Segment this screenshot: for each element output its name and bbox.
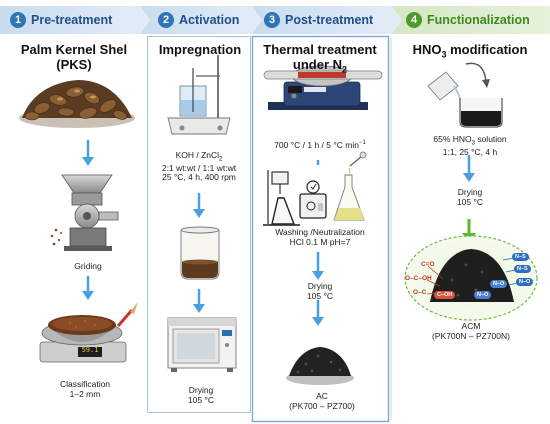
step-3-header: 3 Post-treatment — [264, 10, 373, 30]
step-2-title: Activation — [179, 13, 240, 27]
scale-with-bowl — [39, 302, 138, 363]
thermal-heading: Thermal treatment under N2 — [263, 42, 377, 75]
washing-line2: HCl 0.1 M pH=7 — [289, 236, 351, 247]
step-1-number: 1 — [10, 12, 26, 28]
step-3-title: Post-treatment — [285, 13, 374, 27]
step-1-header: 1 Pre-treatment — [10, 10, 112, 30]
classification-line2: 1–2 mm — [69, 388, 101, 399]
hno3-heading: HNO3 modification — [412, 42, 528, 60]
filtration-apparatus — [263, 170, 300, 226]
step-1-title: Pre-treatment — [31, 13, 113, 27]
impregnation-line1-main: KOH / ZnCl — [175, 150, 220, 160]
ac-line1: AC — [316, 391, 328, 401]
pks-heading: Palm Kernel Shel (PKS) — [20, 42, 128, 73]
acm-line2: (PK700N – PZ700N) — [432, 330, 510, 341]
ac-label: AC (PK700 – PZ700) — [289, 391, 355, 412]
posttreatment-drying-label: Drying 105 °C — [306, 281, 334, 302]
step-3-number: 3 — [264, 12, 280, 28]
hno3-solution-label: 65% HNO3 solution 1:1, 25 °C, 4 h — [433, 134, 507, 157]
acm-line1: ACM — [461, 321, 481, 331]
thermal-conditions-sup: −1 — [358, 140, 366, 146]
pks-heading-line1: Palm Kernel Shel — [20, 42, 128, 57]
washing-line1: Washing /Neutralization — [275, 227, 365, 237]
impregnation-line1: KOH / ZnCl2 — [162, 150, 236, 164]
impregnation-heading: Impregnation — [158, 42, 242, 57]
posttreatment-drying-line2: 105 °C — [306, 290, 334, 301]
step-4-number: 4 — [406, 12, 422, 28]
grinding-label: Griding — [74, 261, 102, 271]
pill-n-o-2: N–O — [490, 280, 508, 288]
magnetic-stirrer — [167, 55, 231, 135]
beaker-precipitate — [180, 226, 220, 280]
activation-drying-line2: 105 °C — [187, 394, 215, 405]
activation-drying-label: Drying 105 °C — [187, 385, 215, 406]
hno3-heading-sub: 3 — [441, 49, 447, 60]
acm-functionalized-carbon — [404, 235, 538, 321]
posttreatment-drying-line1: Drying — [307, 281, 333, 291]
acm-label: ACM (PK700N – PZ700N) — [432, 321, 510, 342]
functionalization-drying-line1: Drying — [457, 187, 483, 197]
hno3-solution-line2: 1:1, 25 °C, 4 h — [442, 146, 498, 157]
pill-c-oh: C–OH — [434, 291, 456, 299]
hno3-solution-line1: 65% HNO3 solution — [433, 134, 507, 148]
step-4-header: 4 Functionalization — [406, 10, 530, 30]
washing-label: Washing /Neutralization HCl 0.1 M pH=7 — [275, 227, 365, 248]
thermal-conditions: 700 °C / 1 h / 5 °C min−1 — [274, 140, 366, 151]
hno3-solution-sub: 3 — [471, 140, 475, 147]
step-2-number: 2 — [158, 12, 174, 28]
impregnation-line2: 2:1 wt:wt / 1:1 wt:wt — [161, 162, 237, 173]
drying-oven-1 — [167, 317, 237, 372]
pill-n-o-1: N–O — [474, 291, 492, 299]
pouring-beakers — [427, 62, 503, 128]
activation-drying-line1: Drying — [188, 385, 214, 395]
hno3-solution-post: solution — [474, 134, 507, 144]
functionalization-drying-label: Drying 105 °C — [456, 187, 484, 208]
step-2-header: 2 Activation — [158, 10, 239, 30]
tag-n-s-2: N–S — [514, 265, 531, 273]
thermal-heading-line2-main: under N — [292, 56, 343, 72]
pks-shells-pile — [19, 80, 135, 128]
pks-heading-line2: (PKS) — [56, 56, 92, 72]
impregnation-line1-sub: 2 — [219, 156, 223, 163]
thermal-heading-line1: Thermal treatment — [263, 42, 377, 57]
ac-line2: (PK700 – PZ700) — [289, 400, 355, 411]
scale-reading: 59.1 — [81, 346, 99, 354]
hno3-heading-pre: HNO — [412, 42, 442, 57]
hno3-heading-post: modification — [446, 42, 528, 57]
thermal-conditions-main: 700 °C / 1 h / 5 °C min — [274, 139, 359, 150]
classification-line1: Classification — [59, 379, 111, 389]
ph-meter — [299, 180, 327, 219]
erlenmeyer-flask — [333, 151, 367, 221]
thermal-heading-line2: under N2 — [263, 56, 376, 75]
grinder-machine — [50, 174, 119, 251]
classification-label: Classification 1–2 mm — [59, 379, 111, 400]
group-label-ether: O–C — [413, 289, 427, 296]
group-label-carboxyl: O–C–OH — [405, 275, 432, 282]
tag-n-o: N–O — [516, 278, 534, 286]
thermal-heading-line2-sub: 2 — [342, 64, 348, 75]
tag-n-s-1: N–S — [512, 253, 529, 261]
ac-pile — [286, 347, 354, 385]
tube-furnace — [263, 65, 383, 110]
impregnation-line3: 25 °C, 4 h, 400 rpm — [162, 172, 236, 183]
impregnation-conditions: KOH / ZnCl2 2:1 wt:wt / 1:1 wt:wt 25 °C,… — [161, 150, 237, 183]
hno3-solution-pre: 65% HNO — [433, 134, 472, 144]
functionalization-drying-line2: 105 °C — [456, 196, 484, 207]
group-label-carbonyl: C=O — [421, 261, 435, 268]
step-4-title: Functionalization — [427, 13, 530, 27]
